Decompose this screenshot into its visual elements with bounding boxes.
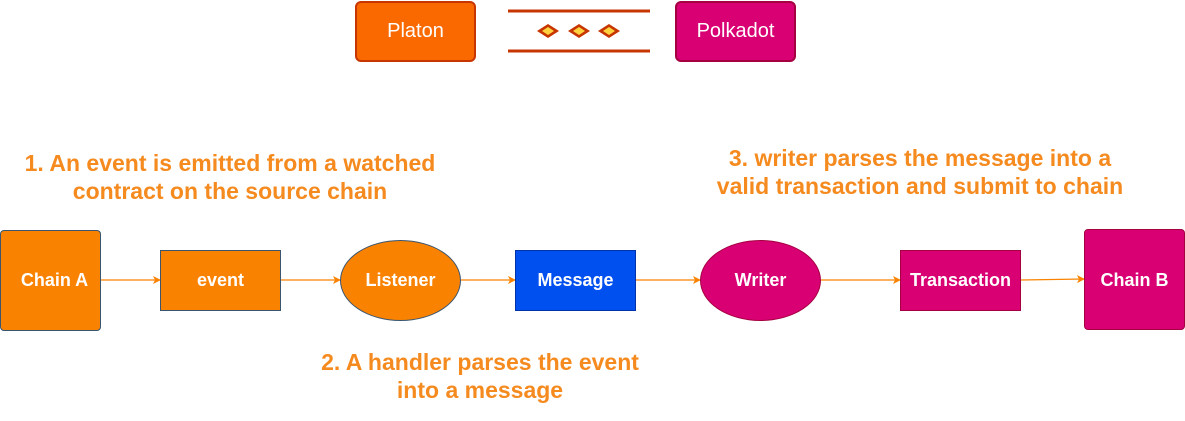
step2-caption: 2. A handler parses the event into a mes… — [280, 348, 680, 404]
step1-line1: 1. An event is emitted from a watched — [24, 150, 436, 176]
platon-box: Platon — [355, 1, 476, 62]
polkadot-box: Polkadot — [675, 1, 796, 62]
step3-line1: 3. writer parses the message into a — [728, 145, 1112, 171]
event-node: event — [160, 250, 281, 311]
chain-b-label: Chain B — [1100, 270, 1169, 290]
step1-line2: contract on the source chain — [72, 178, 388, 204]
platon-label: Platon — [387, 20, 444, 42]
transaction-node: Transaction — [900, 250, 1021, 311]
message-node: Message — [515, 250, 636, 311]
listener-label: Listener — [365, 270, 436, 290]
step1-caption: 1. An event is emitted from a watched co… — [0, 149, 460, 205]
arrow-transaction-to-chain-b — [1020, 275, 1085, 284]
chain-a-node: Chain A — [0, 230, 101, 331]
message-label: Message — [537, 270, 614, 290]
step2-line2: into a message — [396, 377, 564, 403]
writer-label: Writer — [734, 270, 787, 290]
diamond-icon — [598, 24, 620, 38]
chain-a-label: Chain A — [20, 270, 89, 290]
bridge-connector-icon — [508, 9, 650, 53]
chain-b-node: Chain B — [1084, 229, 1185, 330]
step3-line2: valid transaction and submit to chain — [716, 173, 1124, 199]
diamond-icon — [568, 24, 590, 38]
diamond-icon — [537, 24, 559, 38]
step2-line1: 2. A handler parses the event — [321, 349, 639, 375]
listener-node: Listener — [340, 240, 461, 321]
event-label: event — [196, 270, 245, 290]
step3-caption: 3. writer parses the message into a vali… — [690, 144, 1150, 200]
polkadot-label: Polkadot — [696, 20, 775, 42]
writer-node: Writer — [700, 240, 821, 321]
transaction-label: Transaction — [909, 270, 1012, 290]
